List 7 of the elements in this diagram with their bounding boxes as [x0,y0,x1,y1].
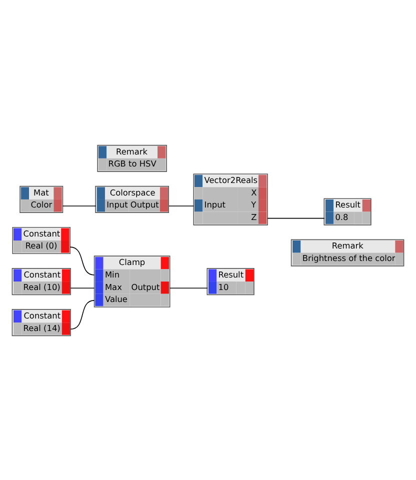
connector [70,300,95,330]
connector [70,287,95,288]
connector [70,246,95,275]
connector [169,287,208,288]
connector [267,217,325,218]
connector [62,205,96,206]
connector [168,205,194,206]
